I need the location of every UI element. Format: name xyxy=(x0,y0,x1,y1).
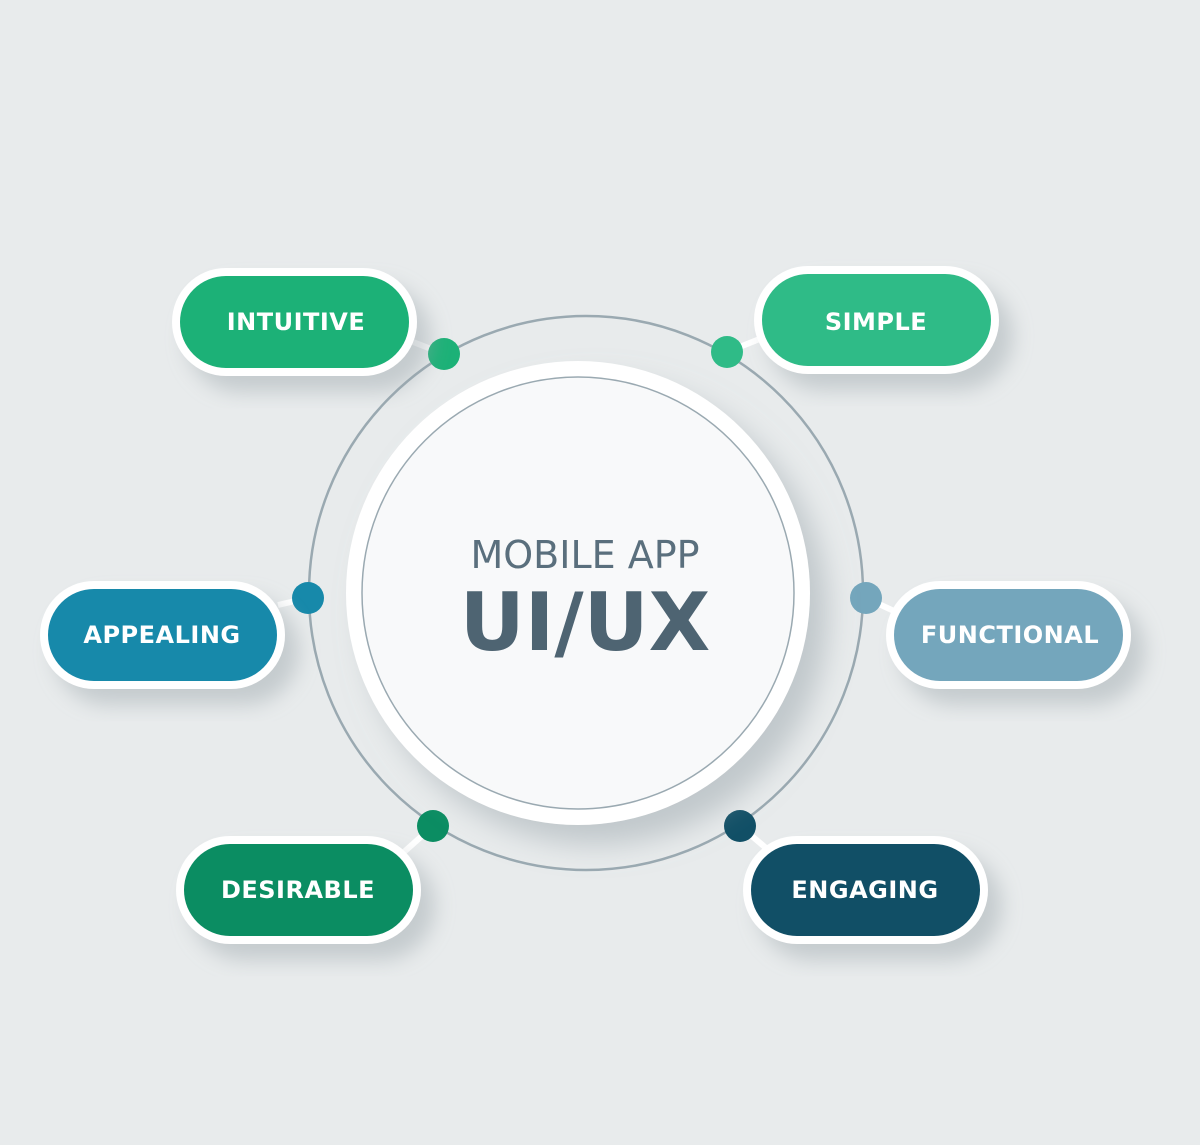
center-subtitle: MOBILE APP xyxy=(470,533,699,577)
node-dot-engaging xyxy=(724,810,756,842)
pill-functional-label: FUNCTIONAL xyxy=(921,621,1099,649)
node-dot-appealing xyxy=(292,582,324,614)
pill-appealing-fill xyxy=(48,589,277,681)
pill-desirable: DESIRABLE xyxy=(176,836,421,944)
connector-desirable xyxy=(401,810,449,855)
pill-appealing-label: APPEALING xyxy=(83,621,240,649)
pill-intuitive: INTUITIVE xyxy=(172,268,417,376)
connector-engaging xyxy=(724,810,768,851)
node-dot-desirable xyxy=(417,810,449,842)
node-dot-simple xyxy=(711,336,743,368)
pill-functional-fill xyxy=(894,589,1123,681)
connector-simple xyxy=(711,335,764,368)
pill-engaging: ENGAGING xyxy=(743,836,988,944)
pill-desirable-label: DESIRABLE xyxy=(221,876,375,904)
pill-appealing: APPEALING xyxy=(40,581,285,689)
pill-desirable-fill xyxy=(184,844,413,936)
connector-functional xyxy=(850,582,898,615)
center-title: UI/UX xyxy=(460,576,711,669)
pill-engaging-fill xyxy=(751,844,980,936)
connector-intuitive xyxy=(406,337,460,370)
node-dot-functional xyxy=(850,582,882,614)
pill-simple-label: SIMPLE xyxy=(825,308,927,336)
pill-intuitive-label: INTUITIVE xyxy=(227,308,366,336)
pill-engaging-label: ENGAGING xyxy=(791,876,938,904)
pill-simple-fill xyxy=(762,274,991,366)
pill-functional: FUNCTIONAL xyxy=(886,581,1131,689)
center-hub: MOBILE APP UI/UX xyxy=(346,361,810,825)
center-circle-inner xyxy=(361,376,795,810)
pill-simple: SIMPLE xyxy=(754,266,999,374)
node-dot-intuitive xyxy=(428,338,460,370)
pill-intuitive-fill xyxy=(180,276,409,368)
connector-appealing xyxy=(277,582,324,614)
